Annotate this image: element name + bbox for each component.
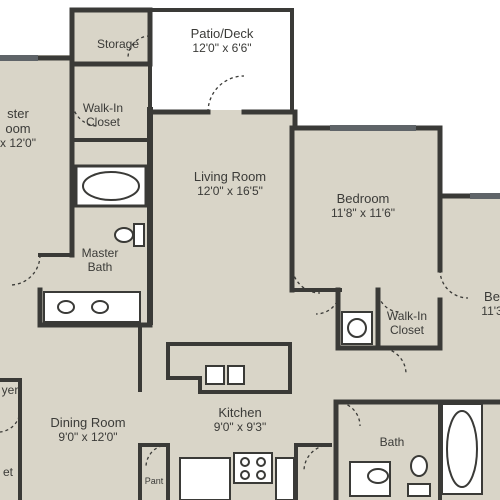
master-bedroom-line1: ster xyxy=(7,106,29,121)
bedroom-3-label: Be 11'3 xyxy=(481,289,500,319)
storage-name: Storage xyxy=(96,37,140,51)
bath-toilet-icon xyxy=(407,455,431,497)
bath-sink-icon xyxy=(349,461,391,497)
storage-label: Storage xyxy=(96,37,140,52)
master-closet-line1: Walk-In xyxy=(82,101,124,115)
kitchen-name: Kitchen xyxy=(218,405,262,420)
foyer-label: yer xyxy=(1,383,19,398)
living-room-label: Living Room 12'0" x 16'5" xyxy=(193,169,267,199)
washer-icon xyxy=(341,311,373,345)
patio-label: Patio/Deck 12'0" x 6'6" xyxy=(190,26,254,56)
bedroom-2-dims: 11'8" x 11'6" xyxy=(330,205,396,220)
dining-room-label: Dining Room 9'0" x 12'0" xyxy=(50,415,126,445)
closet-2-line2: Closet xyxy=(389,322,425,337)
foyer-name: yer xyxy=(1,383,19,397)
master-bedroom-dims: x 12'0" xyxy=(0,135,36,150)
living-room-name: Living Room xyxy=(193,169,267,184)
dining-room-dims: 9'0" x 12'0" xyxy=(58,429,118,444)
master-bath-label: Master Bath xyxy=(81,246,119,275)
windows xyxy=(0,55,500,199)
closet-2-label: Walk-In Closet xyxy=(386,309,428,338)
master-bedroom-line2: oom xyxy=(5,120,31,136)
master-closet-label: Walk-In Closet xyxy=(82,101,124,130)
refrigerator xyxy=(275,457,295,500)
master-bath-line2: Bath xyxy=(87,259,113,274)
closet-2-line1: Walk-In xyxy=(386,309,428,323)
master-closet-line2: Closet xyxy=(85,114,121,129)
bedroom-3-name: Be xyxy=(484,289,500,304)
bath-label: Bath xyxy=(379,435,405,450)
living-room-dims: 12'0" x 16'5" xyxy=(197,183,263,198)
double-vanity-icon xyxy=(43,291,141,323)
kitchen-dims: 9'0" x 9'3" xyxy=(213,419,267,434)
stove-icon xyxy=(233,452,273,484)
kitchen-island xyxy=(166,342,292,394)
bedroom-2-name: Bedroom xyxy=(336,191,390,206)
bath-name: Bath xyxy=(379,435,405,449)
patio-deck xyxy=(150,10,292,110)
coat-closet-name: et xyxy=(2,465,14,479)
bathtub-icon xyxy=(74,164,148,208)
patio-dims: 12'0" x 6'6" xyxy=(192,40,252,55)
kitchen-label: Kitchen 9'0" x 9'3" xyxy=(213,405,267,435)
pantry-name: Pant xyxy=(144,476,164,486)
toilet-icon xyxy=(114,223,145,247)
coat-closet-label: et xyxy=(2,465,14,480)
bath-tub-icon xyxy=(441,403,483,495)
patio-name: Patio/Deck xyxy=(190,26,254,41)
bedroom-3-dims: 11'3 xyxy=(481,303,500,318)
bedroom-2-label: Bedroom 11'8" x 11'6" xyxy=(330,191,396,221)
dining-room-name: Dining Room xyxy=(50,415,126,430)
pantry-label: Pant xyxy=(145,476,164,486)
door-swings xyxy=(0,35,469,472)
master-bedroom-label: ster oom x 12'0" xyxy=(0,106,36,151)
kitchen-counter xyxy=(179,457,231,500)
master-bath-line1: Master xyxy=(81,246,119,260)
